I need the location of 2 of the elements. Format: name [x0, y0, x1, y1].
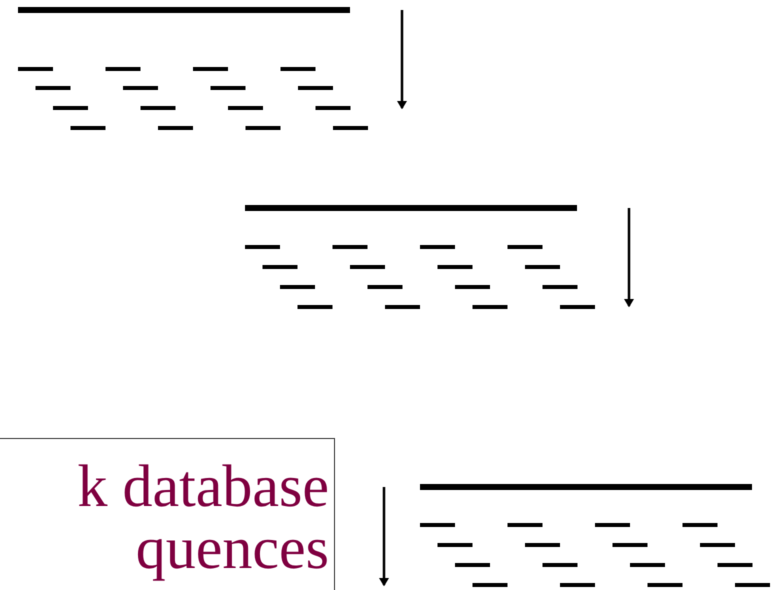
text-box — [0, 438, 335, 590]
box-text: k database quences — [76, 455, 329, 579]
